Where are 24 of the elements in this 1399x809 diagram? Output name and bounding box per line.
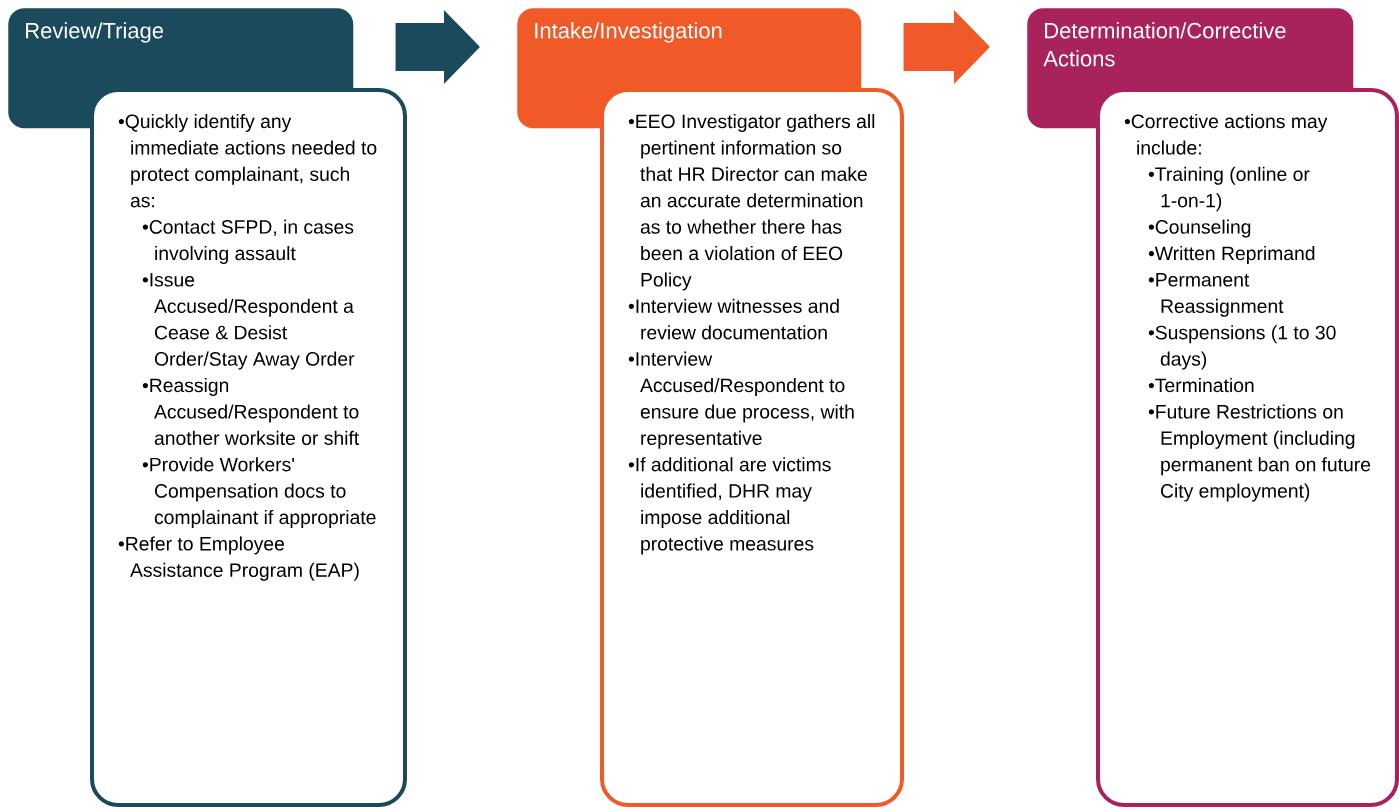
list-item: •EEO Investigator gathers all pertinent information so that HR Director can make an accurate determination as to whether there has been a violation of EEO Policy [628,114,875,291]
list-item: •Termination [1148,378,1254,393]
list-item: •Written Reprimand [1148,246,1315,264]
list-item: •Suspensions (1 to 30 days) [1148,325,1336,370]
list-item: •If additional are victims identified, DHR may impose additional protective measures [628,457,831,555]
list-item: •Permanent Reassignment [1148,273,1284,317]
content-card [1096,88,1399,807]
header-title: Review/Triage [26,22,164,43]
list-item: •Provide Workers' Compensation docs to complainant if appropriate [142,457,376,528]
list-item: •Contact SFPD, in cases involving assault [142,219,354,264]
list-item: •Reassign Accused/Respondent to another worksite or shift [142,378,360,445]
list-item: •Corrective actions may include: [1124,114,1328,155]
list-item: •Refer to Employee Assistance Program (EAP) [118,536,359,581]
list-item: •Interview Accused/Respondent to ensure due process, with representative [628,351,854,449]
content-card [90,88,407,807]
header-title: Determination/Corrective Actions [1043,22,1286,67]
list-item: •Future Restrictions on Employment (including permanent ban on future City employment) [1148,404,1371,502]
list-item: •Counseling [1148,219,1251,238]
content-card [600,88,904,807]
header-title: Intake/Investigation [535,22,722,43]
list-item: •Training (online or 1-on-1) [1148,166,1310,212]
list-item: •Quickly identify any immediate actions needed to protect complainant, such as: [118,114,377,208]
list-item: •Interview witnesses and review documentation [628,298,839,340]
list-item: •Issue Accused/Respondent a Cease & Desist Order/Stay Away Order [142,273,355,370]
